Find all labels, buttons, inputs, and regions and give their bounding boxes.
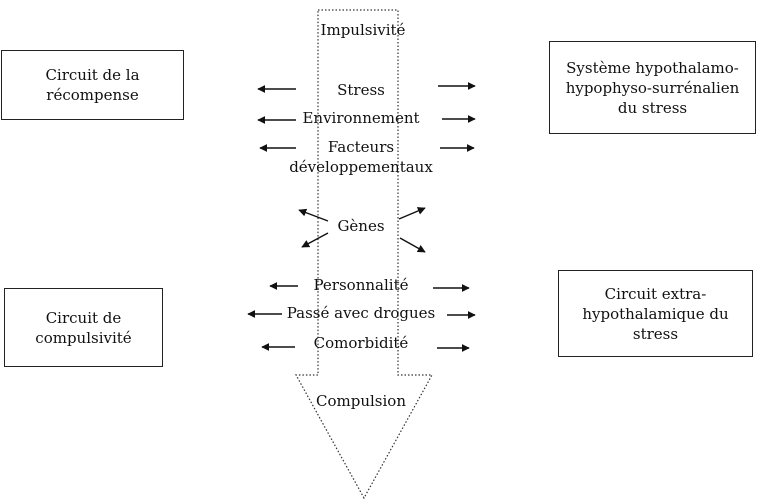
label-comorbidity: Comorbidité — [313, 334, 409, 352]
arrow-genes-downleft — [301, 232, 329, 248]
central-down-arrow — [294, 9, 434, 500]
label-environment: Environnement — [302, 109, 420, 127]
label-stress: Stress — [337, 81, 385, 99]
box-compulsivity-circuit: Circuit de compulsivité — [4, 288, 163, 367]
label-drug-history: Passé avec drogues — [286, 304, 436, 322]
arrow-genes-upright — [398, 207, 426, 220]
box-hpa-stress-system: Système hypothalamo- hypophyso-surrénali… — [549, 41, 756, 134]
label-compulsion: Compulsion — [316, 392, 406, 410]
arrow-genes-upleft — [298, 208, 329, 222]
arrow-genes-downright — [399, 237, 426, 253]
box-extrahypothalamic-stress: Circuit extra- hypothalamique du stress — [558, 270, 753, 357]
box-reward-circuit: Circuit de la récompense — [1, 50, 184, 120]
label-impulsivity: Impulsivité — [320, 21, 406, 39]
label-developmental-factors: Facteurs développementaux — [289, 138, 433, 176]
label-personality: Personnalité — [313, 276, 409, 294]
label-genes: Gènes — [337, 217, 385, 235]
